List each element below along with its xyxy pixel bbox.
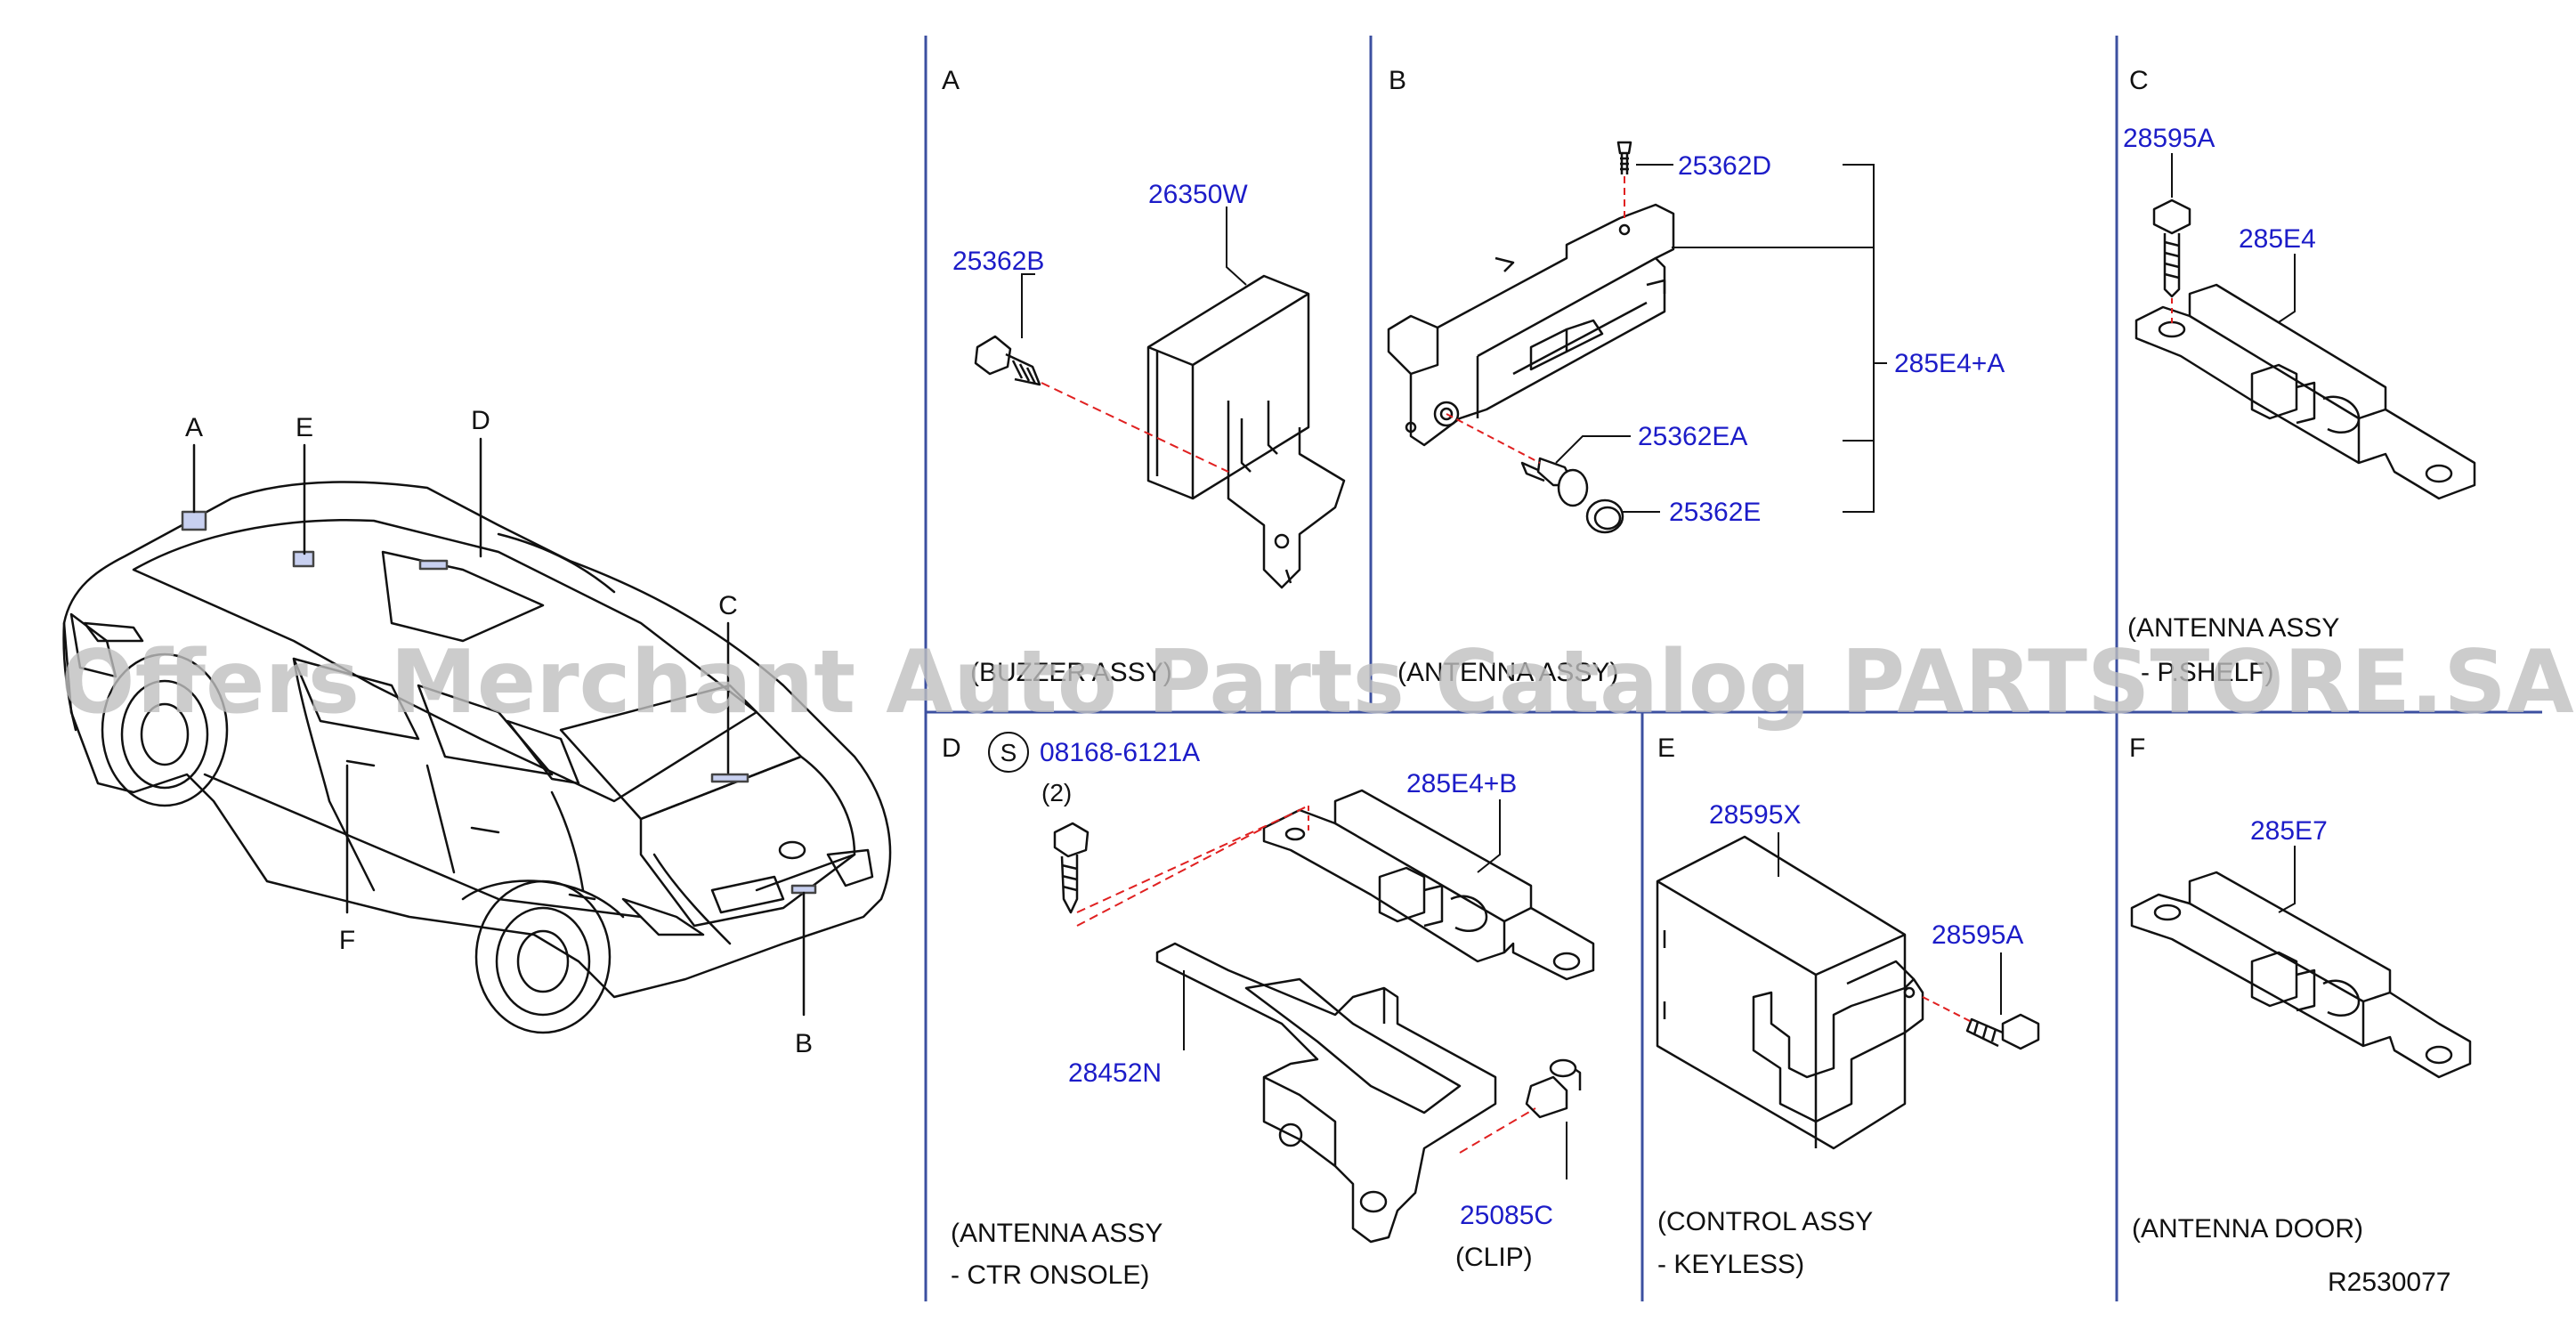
- callout-a: A: [185, 413, 203, 442]
- section-c-caption-2: - P.SHELF): [2141, 658, 2274, 687]
- part-28452n: 28452N: [1068, 1058, 1162, 1088]
- part-28595a-c: 28595A: [2123, 124, 2215, 153]
- callout-e: E: [296, 413, 313, 442]
- section-a: A 26350W 25362B (BUZZER ASSY): [942, 66, 1346, 687]
- part-25362e: 25362E: [1669, 498, 1761, 527]
- section-f-caption: (ANTENNA DOOR): [2132, 1214, 2363, 1244]
- callout-b: B: [795, 1029, 813, 1058]
- section-e: E 28595X 28595A (CONTROL ASSY - KEYLESS): [1656, 733, 2040, 1279]
- antenna-console-illustration: [1053, 789, 1595, 1244]
- section-f-letter: F: [2129, 733, 2145, 763]
- section-c-letter: C: [2129, 66, 2149, 95]
- part-28595a-e: 28595A: [1932, 920, 2023, 950]
- part-285e4-a: 285E4+A: [1894, 349, 2005, 378]
- section-f: F 285E7 (ANTENNA DOOR): [2129, 733, 2472, 1244]
- antenna-pshelf-illustration: [2135, 199, 2476, 500]
- panel-dividers: [924, 36, 2542, 1301]
- screw-symbol-circle: [988, 732, 1029, 773]
- part-285e7: 285E7: [2250, 816, 2328, 846]
- section-d-letter: D: [942, 733, 961, 763]
- part-26350w: 26350W: [1148, 180, 1248, 209]
- part-285e4: 285E4: [2239, 224, 2316, 254]
- section-b: B: [1387, 66, 2005, 687]
- section-b-letter: B: [1389, 66, 1406, 95]
- watermark: Offers Merchant Auto Parts Catalog PARTS…: [61, 632, 2574, 733]
- antenna-assy-illustration: [1387, 141, 1675, 534]
- section-e-caption-1: (CONTROL ASSY: [1657, 1207, 1873, 1236]
- section-a-letter: A: [942, 66, 960, 95]
- control-keyless-illustration: [1656, 835, 2040, 1150]
- section-c-caption-1: (ANTENNA ASSY: [2127, 613, 2339, 643]
- section-d-caption-1: (ANTENNA ASSY: [951, 1219, 1162, 1248]
- section-c: C 28595A 285E4 (ANTENNA ASSY - P.SHELF): [2123, 66, 2476, 687]
- part-28595x: 28595X: [1709, 800, 1801, 830]
- screw-code: 08168-6121A: [1040, 738, 1200, 767]
- clip-caption: (CLIP): [1455, 1243, 1533, 1272]
- part-25085c: 25085C: [1460, 1201, 1553, 1230]
- section-d: D S 08168-6121A (2): [942, 732, 1595, 1290]
- section-e-caption-2: - KEYLESS): [1657, 1250, 1804, 1279]
- part-25362d: 25362D: [1678, 151, 1771, 181]
- car-callouts: A E D C F B: [185, 406, 813, 1058]
- part-285e4-b: 285E4+B: [1406, 769, 1517, 798]
- part-25362b: 25362B: [952, 247, 1044, 276]
- callout-d: D: [471, 406, 490, 435]
- antenna-door-illustration: [2130, 871, 2472, 1079]
- screw-symbol: S: [1000, 739, 1017, 766]
- screw-qty: (2): [1041, 779, 1072, 806]
- callout-c: C: [718, 591, 738, 620]
- car-overview-illustration: [62, 437, 892, 1034]
- section-b-caption: (ANTENNA ASSY): [1397, 658, 1618, 687]
- buzzer-illustration: [974, 274, 1346, 589]
- diagram-reference: R2530077: [2328, 1268, 2450, 1297]
- buzzer-leader-line: [1041, 382, 1229, 473]
- section-e-letter: E: [1657, 733, 1675, 763]
- section-a-caption: (BUZZER ASSY): [970, 658, 1172, 687]
- part-25362ea: 25362EA: [1638, 422, 1747, 451]
- section-d-caption-2: - CTR ONSOLE): [951, 1260, 1149, 1290]
- callout-f: F: [339, 926, 355, 955]
